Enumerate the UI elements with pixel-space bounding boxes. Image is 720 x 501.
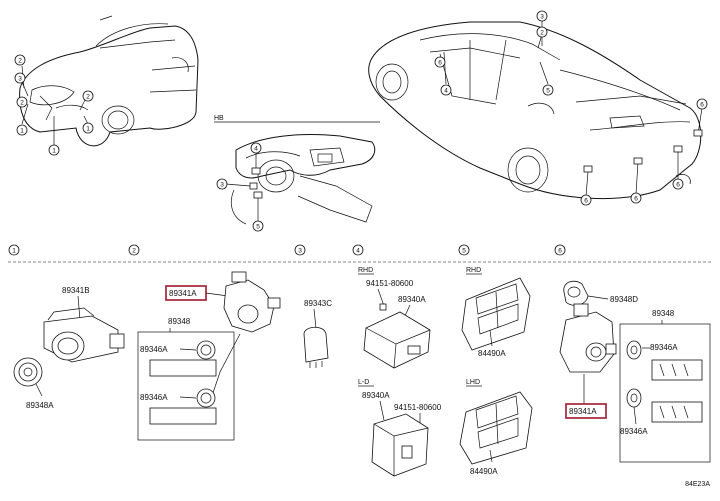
callout-6: 6 — [700, 102, 704, 109]
section-2: 89341A 89348 89346A 89346A — [137, 271, 281, 441]
callout-6: 6 — [438, 60, 442, 67]
part-94151-80600: 94151-80600 — [366, 279, 414, 288]
callout-3: 3 — [540, 14, 544, 21]
callout-4: 4 — [254, 146, 258, 153]
part-89348A: 89348A — [26, 401, 54, 410]
section-5: RHD 84490A LHD 84490A — [459, 267, 533, 476]
callout-4-marker — [440, 84, 452, 96]
callout-3: 3 — [18, 76, 22, 83]
part-89348: 89348 — [168, 317, 191, 326]
callout-2: 2 — [86, 94, 90, 101]
callout-3-marker — [536, 10, 548, 22]
section-header-row: 1 2 3 4 5 6 — [8, 244, 712, 263]
lhd-header: LHD — [466, 379, 480, 386]
callout-2: 2 — [20, 100, 24, 107]
section-1-number: 1 — [12, 248, 16, 255]
part-89346A-section-6: 89346A — [650, 343, 678, 352]
callout-6-marker — [696, 98, 708, 110]
callout-3-marker — [216, 178, 228, 190]
part-89346A-section-6-second: 89346A — [620, 427, 648, 436]
callout-1-marker — [82, 122, 94, 134]
callout-1: 1 — [20, 128, 24, 135]
ld-header: L-D — [358, 379, 369, 386]
callout-2: 2 — [540, 30, 544, 37]
section-4: RHD 94151-80600 89340A L-D 89340A 94151-… — [358, 267, 442, 477]
part-94151-80600-second: 94151-80600 — [394, 403, 442, 412]
front-car-illustration — [19, 15, 199, 147]
top-label: HB — [214, 115, 224, 122]
callout-6: 6 — [584, 198, 588, 205]
part-89341A: 89341A — [169, 289, 197, 298]
highlight-89341A-section-6 — [565, 403, 607, 419]
front-callout-group: 2 3 2 1 1 2 1 — [14, 54, 94, 156]
callout-1-marker — [16, 124, 28, 136]
callout-3: 3 — [220, 182, 224, 189]
callout-2-marker — [536, 26, 548, 38]
callout-6-marker — [672, 178, 684, 190]
callout-6-marker — [434, 56, 446, 68]
section-6: 89348D 89348 89341A 89346A 89346A — [559, 280, 711, 463]
callout-5-marker — [252, 220, 264, 232]
section-5-number: 5 — [462, 248, 466, 255]
section-1: 89341B 89348A — [13, 286, 125, 410]
part-89341A-section-6: 89341A — [569, 407, 597, 416]
callout-3-marker — [14, 72, 26, 84]
part-89346A: 89346A — [140, 345, 168, 354]
dashboard-illustration — [231, 134, 376, 225]
part-89348-section-6: 89348 — [652, 309, 675, 318]
callout-5: 5 — [256, 224, 260, 231]
callout-5-marker — [542, 84, 554, 96]
callout-6: 6 — [634, 196, 638, 203]
part-84490A-second: 84490A — [470, 467, 498, 476]
callout-4-marker — [250, 142, 262, 154]
dash-callout-group: 4 3 5 — [216, 142, 264, 232]
part-89340A: 89340A — [398, 295, 426, 304]
callout-6: 6 — [676, 182, 680, 189]
rear-car-illustration — [368, 21, 702, 200]
section-3-number: 3 — [298, 248, 302, 255]
section-3: 89343C — [303, 299, 332, 368]
rear-callout-group: 3 2 6 4 5 6 6 6 6 — [434, 10, 708, 206]
callout-6-marker — [630, 192, 642, 204]
part-89340A-second: 89340A — [362, 391, 390, 400]
part-89343C: 89343C — [304, 299, 332, 308]
callout-1-marker — [48, 144, 60, 156]
callout-2-marker — [16, 96, 28, 108]
figure-code: 84E23A — [685, 481, 710, 488]
section-2-number: 2 — [132, 248, 136, 255]
callout-6-marker — [580, 194, 592, 206]
section-6-number: 6 — [558, 248, 562, 255]
section-4-number: 4 — [356, 248, 360, 255]
part-89348D: 89348D — [610, 295, 638, 304]
part-89346A-second: 89346A — [140, 393, 168, 402]
callout-2-marker — [14, 54, 26, 66]
callout-1: 1 — [86, 126, 90, 133]
callout-2-marker — [82, 90, 94, 102]
callout-5: 5 — [546, 88, 550, 95]
rhd-header-section-5: RHD — [466, 267, 481, 274]
rhd-header: RHD — [358, 267, 373, 274]
callout-2: 2 — [18, 58, 22, 65]
callout-4: 4 — [444, 88, 448, 95]
part-84490A: 84490A — [478, 349, 506, 358]
callout-1: 1 — [52, 148, 56, 155]
part-89341B: 89341B — [62, 286, 90, 295]
